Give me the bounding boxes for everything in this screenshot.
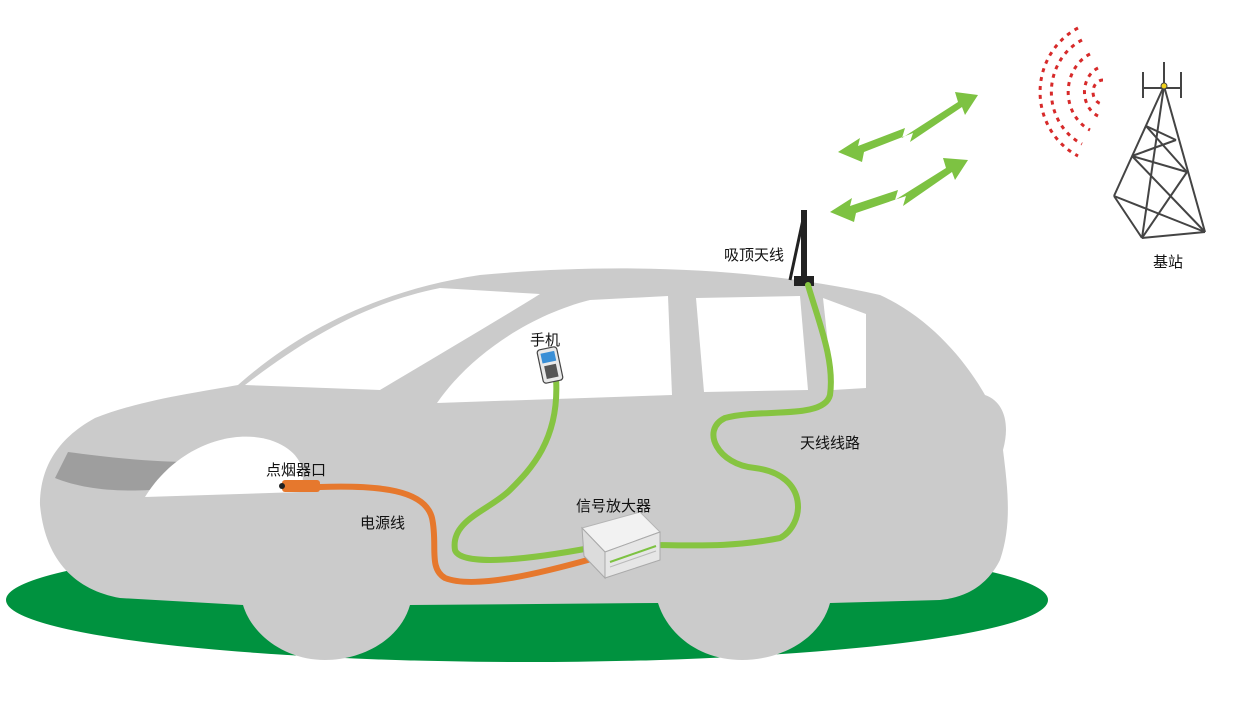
roof-antenna-graphic	[788, 210, 814, 286]
antenna-cable	[647, 282, 834, 549]
power-cable	[317, 483, 598, 585]
mobile-phone	[536, 346, 564, 384]
front-wheel-arch	[145, 436, 303, 497]
base-station-tower	[1113, 62, 1206, 239]
antenna-line-label: 天线线路	[800, 434, 861, 452]
car-silhouette	[40, 268, 1008, 660]
base-station-label: 基站	[1153, 253, 1184, 271]
rear-quarter-window	[823, 298, 866, 390]
signal-arrows	[830, 92, 978, 222]
roof-antenna-label: 吸顶天线	[724, 246, 785, 264]
phone-cable	[451, 375, 593, 563]
amplifier-label: 信号放大器	[576, 497, 652, 515]
phone-label: 手机	[530, 331, 561, 349]
windshield	[245, 288, 540, 390]
antenna-mast	[801, 210, 807, 280]
cigarette-lighter-plug	[279, 480, 320, 492]
upper-signal-arrow	[838, 92, 978, 162]
lower-signal-arrow	[830, 158, 968, 222]
cigarette-lighter-label: 点烟器口	[266, 461, 327, 479]
power-line-label: 电源线	[360, 514, 406, 532]
rear-door-window	[696, 296, 808, 392]
antenna-base	[794, 276, 814, 286]
antenna-whip	[788, 214, 806, 281]
amplifier-box	[581, 511, 661, 580]
signal-waves	[1038, 26, 1104, 158]
